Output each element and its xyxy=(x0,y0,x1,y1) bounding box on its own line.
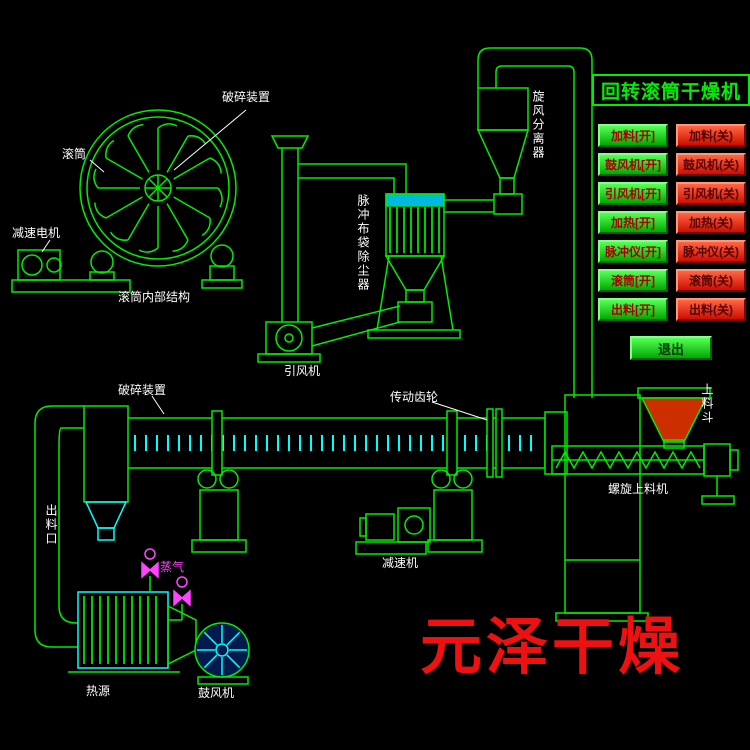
watermark: 元泽干燥 xyxy=(420,610,685,683)
feed-on-button[interactable]: 加料[开] xyxy=(598,124,668,147)
feed-off-button[interactable]: 加料(关) xyxy=(676,124,746,147)
heat-off-button[interactable]: 加热(关) xyxy=(676,211,746,234)
discharge-on-button[interactable]: 出料[开] xyxy=(598,298,668,321)
drum-off-button[interactable]: 滚筒(关) xyxy=(676,269,746,292)
pulse-on-button[interactable]: 脉冲仪[开] xyxy=(598,240,668,263)
label-cyclone-separator: 旋风分离器 xyxy=(531,90,545,160)
label-transmission-gear: 传动齿轮 xyxy=(390,390,439,404)
label-feed-hopper: 上料斗 xyxy=(700,383,714,425)
label-gear-motor: 减速电机 xyxy=(12,226,61,240)
label-crusher-mid: 破碎装置 xyxy=(118,383,167,397)
blower-off-button[interactable]: 鼓风机(关) xyxy=(676,153,746,176)
discharge-off-button[interactable]: 出料(关) xyxy=(676,298,746,321)
exit-button[interactable]: 退出 xyxy=(630,336,712,360)
drum-on-button[interactable]: 滚筒[开] xyxy=(598,269,668,292)
heat-on-button[interactable]: 加热[开] xyxy=(598,211,668,234)
induced-fan-off-button[interactable]: 引风机(关) xyxy=(676,182,746,205)
label-drum: 滚筒 xyxy=(62,147,87,161)
induced-fan-on-button[interactable]: 引风机[开] xyxy=(598,182,668,205)
label-reducer: 减速机 xyxy=(382,556,419,570)
label-crusher-top: 破碎装置 xyxy=(222,90,271,104)
leader-lines xyxy=(41,109,488,421)
label-screw-feeder: 螺旋上料机 xyxy=(608,482,669,496)
label-steam: 蒸气 xyxy=(160,560,185,574)
off-button-column: 加料(关) 鼓风机(关) 引风机(关) 加热(关) 脉冲仪(关) 滚筒(关) 出… xyxy=(676,124,746,321)
label-blower: 鼓风机 xyxy=(198,686,235,700)
dust-collector-figure xyxy=(298,163,461,339)
label-drum-internal-structure: 滚筒内部结构 xyxy=(118,290,191,304)
page-title: 回转滚筒干燥机 xyxy=(592,74,750,106)
pulse-off-button[interactable]: 脉冲仪(关) xyxy=(676,240,746,263)
label-discharge-port: 出料口 xyxy=(44,504,58,546)
cyclone-riser-figure xyxy=(444,47,593,398)
label-heat-source: 热源 xyxy=(86,684,111,698)
on-button-column: 加料[开] 鼓风机[开] 引风机[开] 加热[开] 脉冲仪[开] 滚筒[开] 出… xyxy=(598,124,668,321)
steam-valves-figure xyxy=(141,548,191,621)
chimney-fan-figure xyxy=(257,135,401,363)
label-induced-draft-fan: 引风机 xyxy=(284,364,321,378)
drive-unit-figure xyxy=(355,507,431,555)
blower-on-button[interactable]: 鼓风机[开] xyxy=(598,153,668,176)
screw-feeder-figure xyxy=(551,387,739,622)
heat-source-figure xyxy=(68,591,250,685)
drum-supports-figure xyxy=(191,469,483,553)
discharge-housing-figure xyxy=(34,405,129,648)
label-pulse-bag-dust-collector: 脉冲布袋除尘器 xyxy=(356,194,370,292)
drum-cross-section-figure xyxy=(11,109,243,293)
rotary-drum-figure xyxy=(94,408,568,478)
